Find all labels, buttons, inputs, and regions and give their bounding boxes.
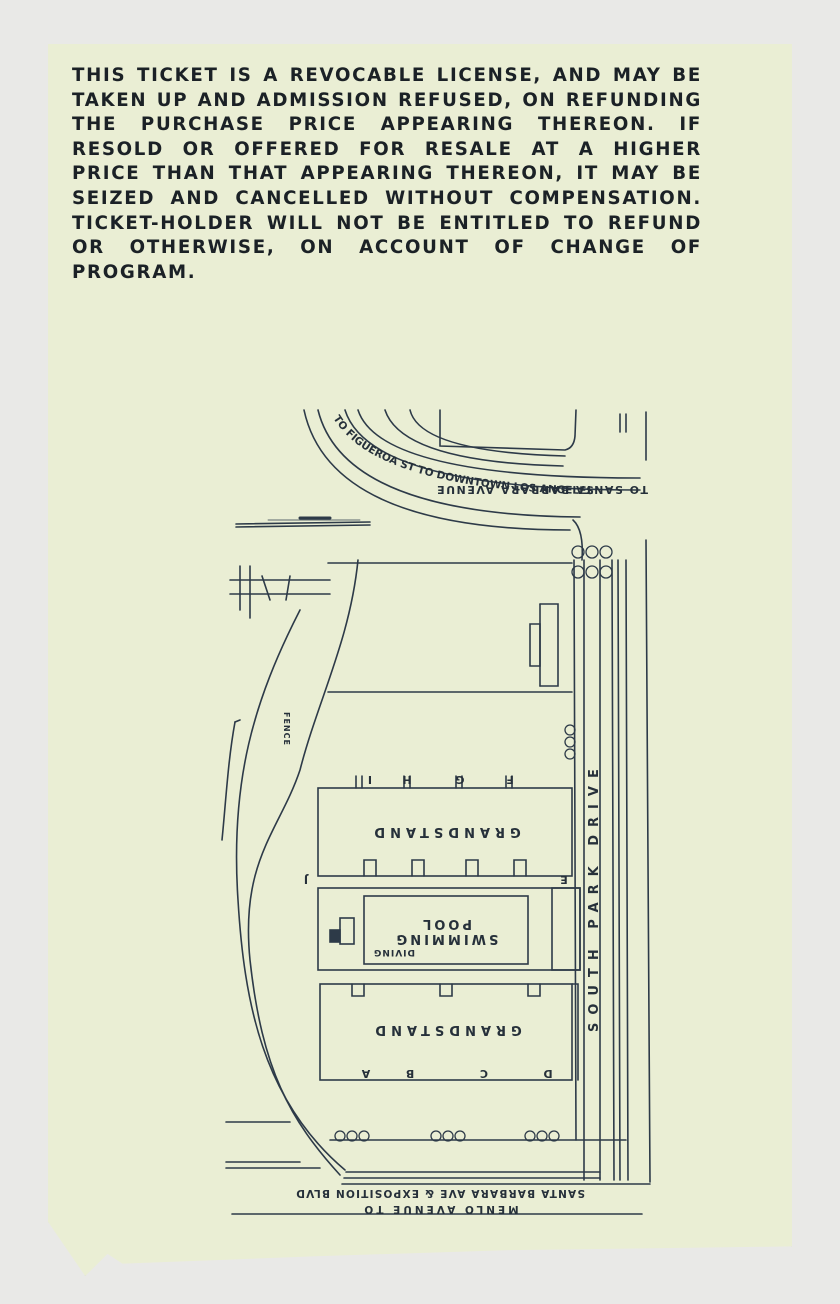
curved-street (303, 409, 647, 561)
avenue-label: TO SANTA BARBARA AVENUE (436, 483, 648, 496)
pool-label-line-1: SWIMMING (394, 931, 499, 946)
gate-f: F (506, 773, 514, 786)
gate-h: H (402, 773, 411, 786)
gate-i: I (368, 773, 372, 786)
bottom-label-line-1: SANTA BARBARA AVE & EXPOSITION BLVD (295, 1187, 585, 1199)
diving-label: DIVING (373, 947, 415, 957)
gate-c: C (480, 1067, 488, 1080)
gate-a: A (361, 1067, 370, 1080)
bottom-label-line-2: MENLO AVENUE TO (361, 1203, 518, 1215)
gate-d: D (543, 1067, 552, 1080)
license-text: THIS TICKET IS A REVOCABLE LICENSE, AND … (72, 65, 702, 283)
swimming-pool (317, 887, 581, 971)
gate-e: E (560, 873, 568, 886)
parking-field (327, 562, 573, 693)
bottom-roads (225, 1121, 651, 1215)
gate-b: B (406, 1067, 414, 1080)
trees (334, 545, 613, 1142)
ticket-back (48, 44, 792, 1276)
gate-j: J (304, 873, 309, 886)
south-park-drive (573, 539, 651, 1183)
gate-g: G (455, 773, 464, 786)
railway-lines (229, 516, 371, 619)
upper-grandstand (317, 775, 573, 877)
lower-grandstand (319, 983, 579, 1081)
pool-label-line-2: POOL (420, 916, 472, 931)
street-label: SOUTH PARK DRIVE (587, 761, 602, 1032)
lower-grandstand-label: GRANDSTAND (370, 1022, 521, 1037)
fence-label: FENCE (282, 712, 291, 746)
fence-line (221, 559, 359, 1176)
upper-grandstand-label: GRANDSTAND (369, 824, 520, 839)
